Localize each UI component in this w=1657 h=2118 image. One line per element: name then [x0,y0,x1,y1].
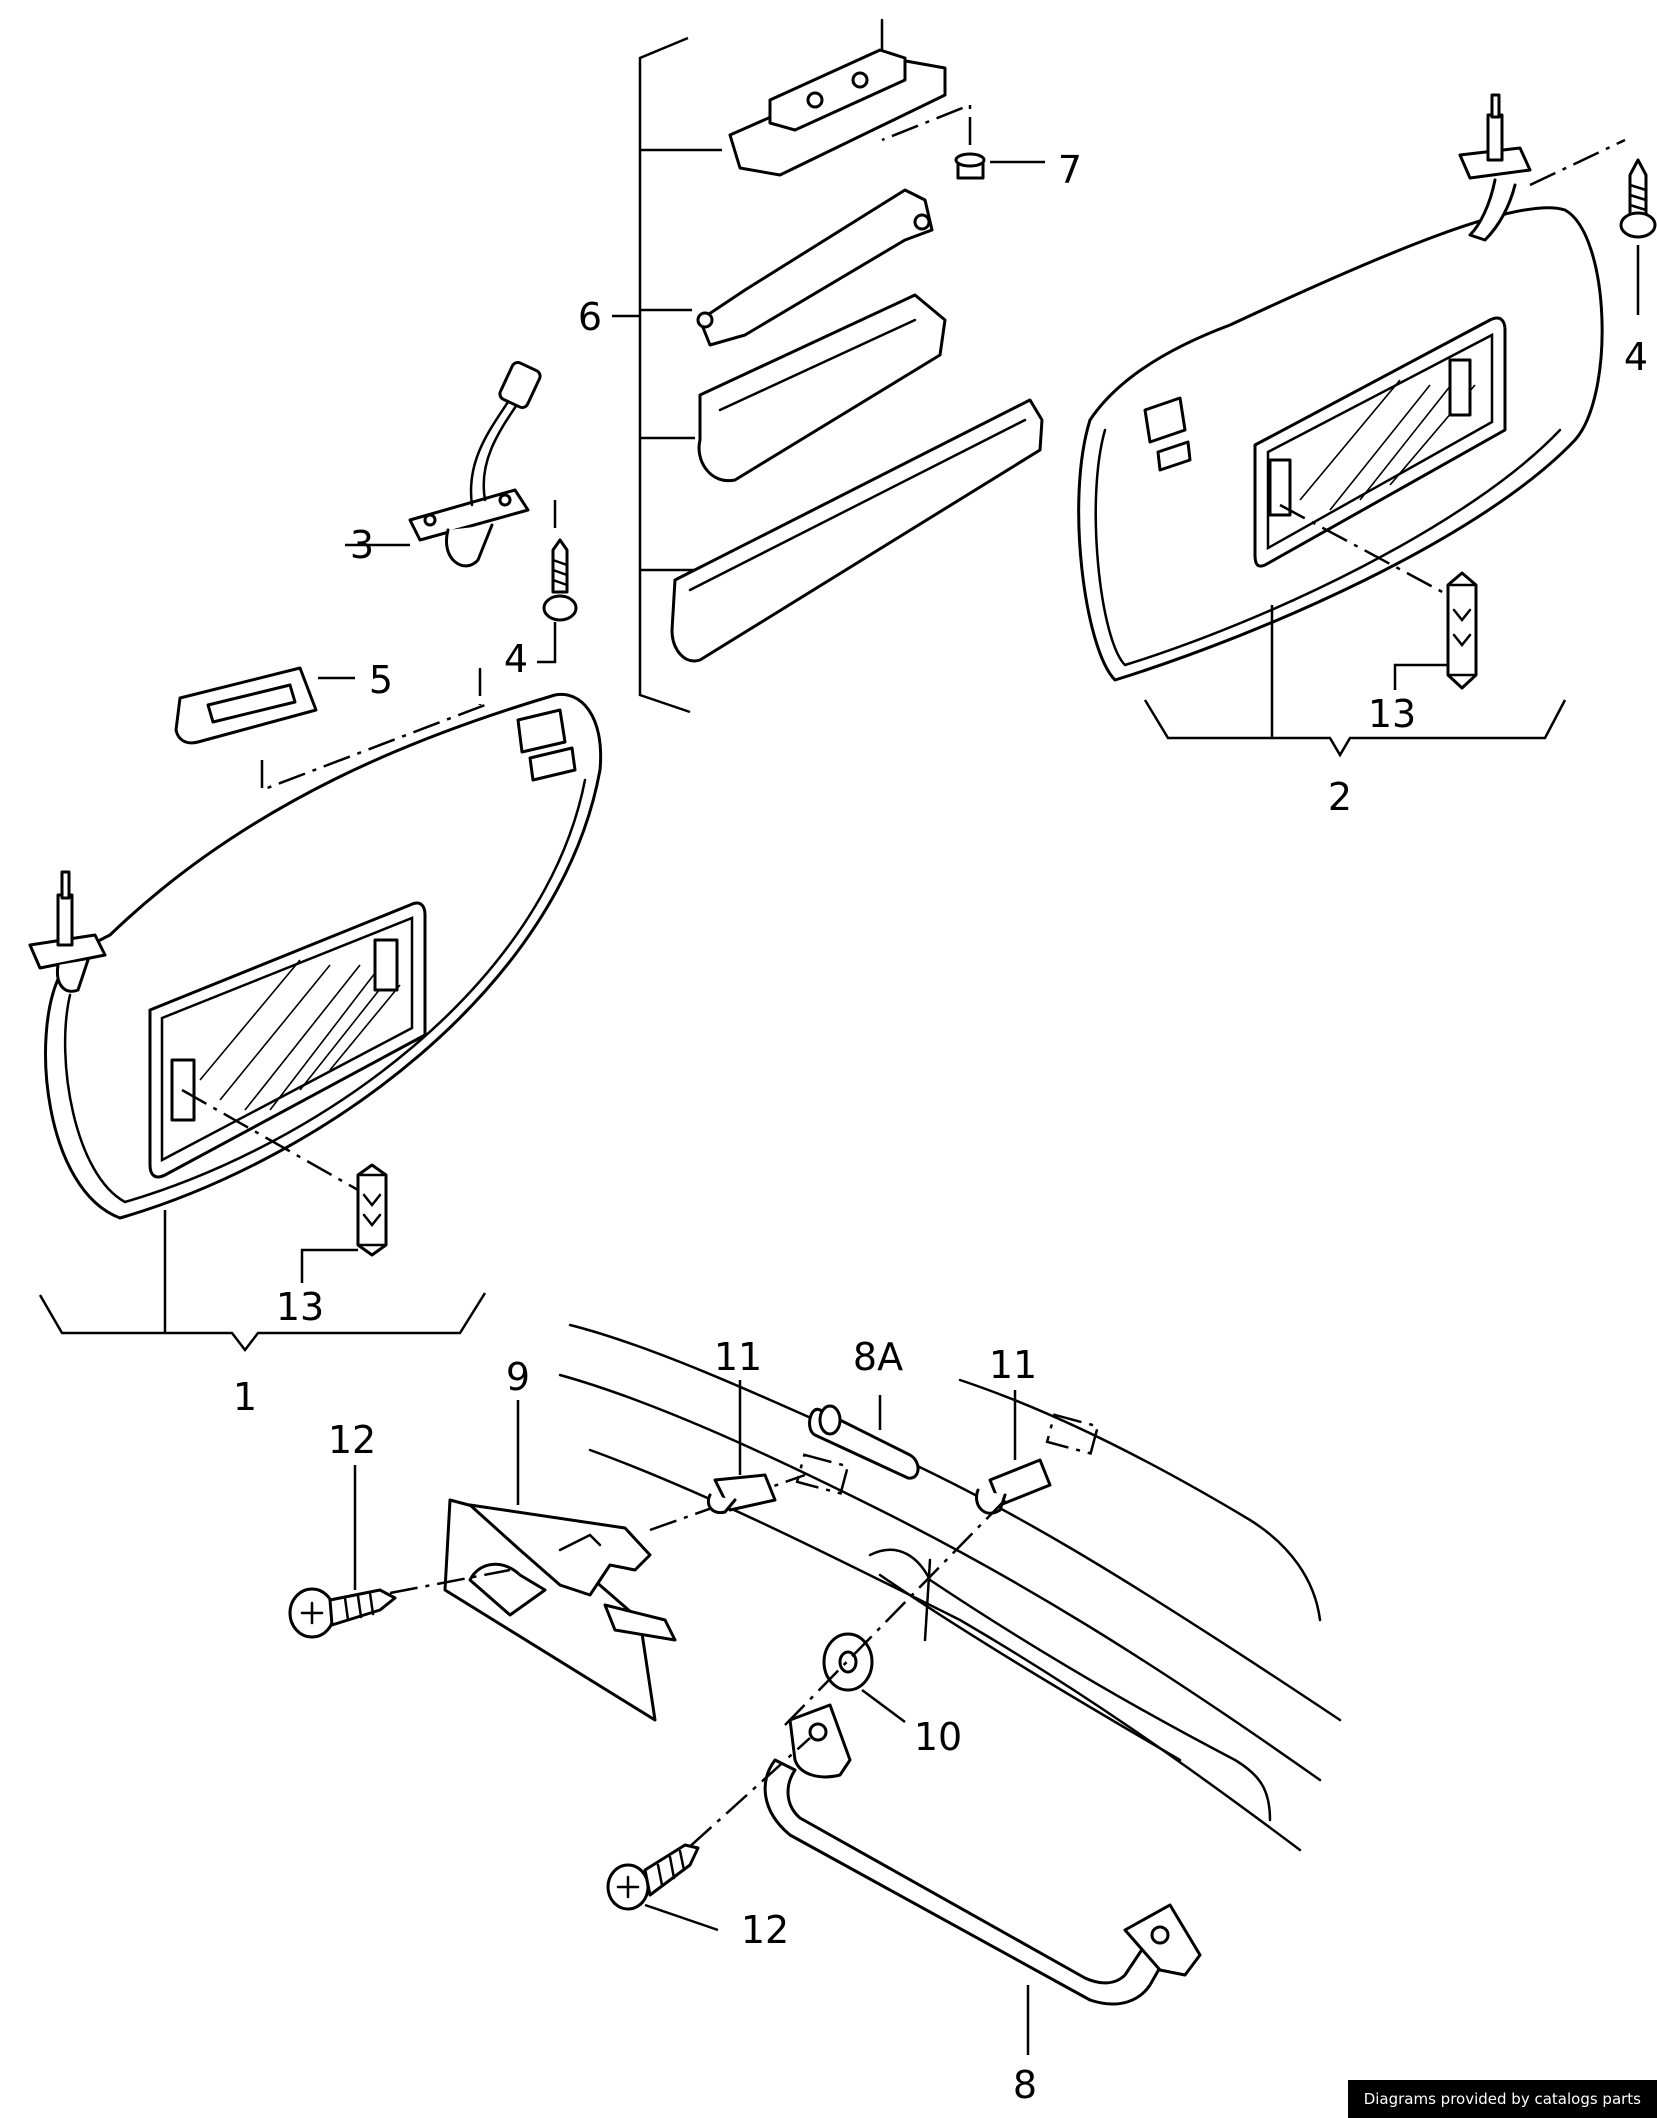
screw-bottom [606,1843,700,1911]
callout-3: 3 [350,523,374,567]
callout-13-right: 13 [1368,692,1416,736]
callout-4-left: 4 [504,637,528,681]
screw-right [1619,158,1657,239]
left-sun-visor [28,692,603,1220]
callout-5: 5 [369,658,393,702]
bulb-right [1446,571,1478,690]
callout-4-right: 4 [1624,335,1648,379]
right-sun-visor [1077,93,1604,682]
roof-panel [558,1323,1342,1852]
screw-top [288,1587,397,1639]
callout-12-top: 12 [328,1418,376,1462]
callout-2: 2 [1328,775,1352,819]
callout-11-left: 11 [714,1335,762,1379]
clip-left [706,1473,777,1515]
nut [954,152,986,180]
screw-left [542,538,578,622]
light-housing [728,18,947,177]
credit-banner: Diagrams provided by catalogs parts [1347,2080,1657,2118]
callout-9: 9 [506,1355,530,1399]
callout-12-bottom: 12 [741,1908,789,1952]
light-switch-rod [696,188,934,347]
callout-6: 6 [578,295,602,339]
callout-7: 7 [1058,148,1082,192]
callout-10: 10 [914,1715,962,1759]
light-reflector [697,293,947,483]
mounting-bracket [443,1498,677,1722]
mount-with-cable [408,361,542,568]
callout-13-left: 13 [276,1285,324,1329]
grab-handle [763,1703,1202,2006]
callout-1: 1 [233,1375,257,1419]
callout-8a: 8A [853,1335,903,1379]
clip-right [975,1458,1052,1515]
light-lens [670,398,1044,663]
bulb-left [356,1163,388,1257]
callout-8: 8 [1013,2063,1037,2107]
pin [808,1404,920,1480]
lamp-cover [174,666,318,745]
callout-11-right: 11 [989,1343,1037,1387]
